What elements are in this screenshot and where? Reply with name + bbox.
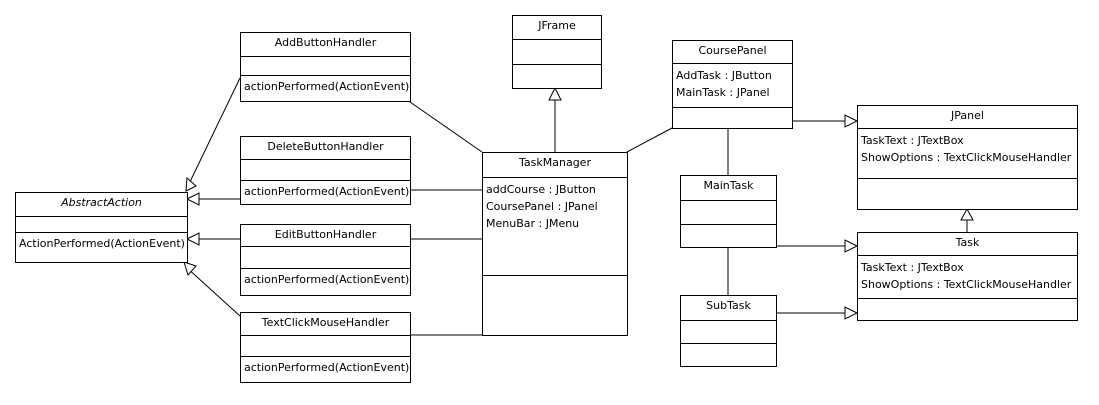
attribute: MainTask : JPanel (676, 86, 770, 99)
generalization-arrowhead (185, 232, 200, 246)
attribute: TaskText : JTextBox (861, 134, 964, 147)
generalization-arrowhead (185, 192, 200, 206)
class-name: SubTask (681, 296, 776, 321)
class-name: AddButtonHandler (241, 33, 410, 57)
association-line (409, 101, 483, 153)
class-name: JFrame (513, 16, 601, 40)
attribute-compartment: TaskText : JTextBox ShowOptions : TextCl… (858, 256, 1077, 299)
generalization-line (185, 266, 241, 317)
class-jpanel[interactable]: JPanel TaskText : JTextBox ShowOptions :… (857, 105, 1078, 210)
attribute-compartment (681, 201, 776, 225)
operation-compartment (681, 225, 776, 247)
operation-compartment (858, 179, 1077, 209)
operation-compartment: actionPerformed(ActionEvent) (241, 181, 410, 204)
generalization-arrowhead (960, 207, 974, 221)
attribute-compartment: TaskText : JTextBox ShowOptions : TextCl… (858, 129, 1077, 179)
operation-compartment (681, 344, 776, 366)
attribute-compartment (241, 57, 410, 76)
operation-compartment: actionPerformed(ActionEvent) (241, 76, 410, 101)
operation-compartment: actionPerformed(ActionEvent) (241, 269, 410, 295)
class-delete-button-handler[interactable]: DeleteButtonHandler actionPerformed(Acti… (240, 136, 411, 205)
operation: actionPerformed(ActionEvent) (244, 185, 410, 198)
attribute-compartment (241, 336, 410, 357)
class-abstract-action[interactable]: AbstractAction ActionPerformed(ActionEve… (15, 192, 188, 263)
class-name: MainTask (681, 176, 776, 201)
attribute-compartment (241, 247, 410, 269)
association-line (626, 127, 673, 153)
operation-compartment (858, 299, 1077, 320)
class-edit-button-handler[interactable]: EditButtonHandler actionPerformed(Action… (240, 224, 411, 296)
attribute-compartment (241, 160, 410, 181)
class-name: TextClickMouseHandler (241, 313, 410, 336)
class-name: AbstractAction (16, 193, 187, 217)
attribute: TaskText : JTextBox (861, 261, 964, 274)
class-name: JPanel (858, 106, 1077, 129)
generalization-arrowhead (185, 176, 197, 192)
attribute: CoursePanel : JPanel (486, 200, 598, 213)
generalization-arrowhead (183, 261, 197, 276)
attribute: addCourse : JButton (486, 183, 596, 196)
attribute-compartment (681, 321, 776, 344)
attribute: AddTask : JButton (676, 69, 772, 82)
operation-compartment: ActionPerformed(ActionEvent) (16, 233, 187, 262)
attribute: ShowOptions : TextClickMouseHandler (861, 278, 1072, 291)
class-name: TaskManager (483, 153, 627, 178)
class-name: CoursePanel (673, 41, 792, 64)
operation: actionPerformed(ActionEvent) (244, 80, 410, 93)
operation: ActionPerformed(ActionEvent) (19, 237, 185, 250)
operation-compartment: actionPerformed(ActionEvent) (241, 357, 410, 382)
attribute-compartment (16, 217, 187, 233)
attribute: MenuBar : JMenu (486, 217, 580, 230)
operation-compartment (673, 108, 792, 128)
operation-compartment (483, 276, 627, 335)
class-jframe[interactable]: JFrame (512, 15, 602, 89)
class-name: EditButtonHandler (241, 225, 410, 247)
operation: actionPerformed(ActionEvent) (244, 361, 410, 374)
attribute-compartment (513, 40, 601, 65)
attribute-compartment: AddTask : JButton MainTask : JPanel (673, 64, 792, 108)
class-add-button-handler[interactable]: AddButtonHandler actionPerformed(ActionE… (240, 32, 411, 102)
class-task-manager[interactable]: TaskManager addCourse : JButton CoursePa… (482, 152, 628, 336)
class-sub-task[interactable]: SubTask (680, 295, 777, 367)
generalization-arrowhead (844, 306, 859, 320)
operation-compartment (513, 65, 601, 88)
generalization-line (186, 77, 241, 189)
class-text-click-mouse-handler[interactable]: TextClickMouseHandler actionPerformed(Ac… (240, 312, 411, 383)
class-name: Task (858, 233, 1077, 256)
class-main-task[interactable]: MainTask (680, 175, 777, 248)
generalization-arrowhead (844, 239, 859, 253)
generalization-arrowhead (548, 86, 562, 101)
operation: actionPerformed(ActionEvent) (244, 273, 410, 286)
class-task[interactable]: Task TaskText : JTextBox ShowOptions : T… (857, 232, 1078, 321)
attribute: ShowOptions : TextClickMouseHandler (861, 151, 1072, 164)
class-course-panel[interactable]: CoursePanel AddTask : JButton MainTask :… (672, 40, 793, 129)
class-name: DeleteButtonHandler (241, 137, 410, 160)
attribute-compartment: addCourse : JButton CoursePanel : JPanel… (483, 178, 627, 276)
generalization-arrowhead (844, 114, 859, 128)
